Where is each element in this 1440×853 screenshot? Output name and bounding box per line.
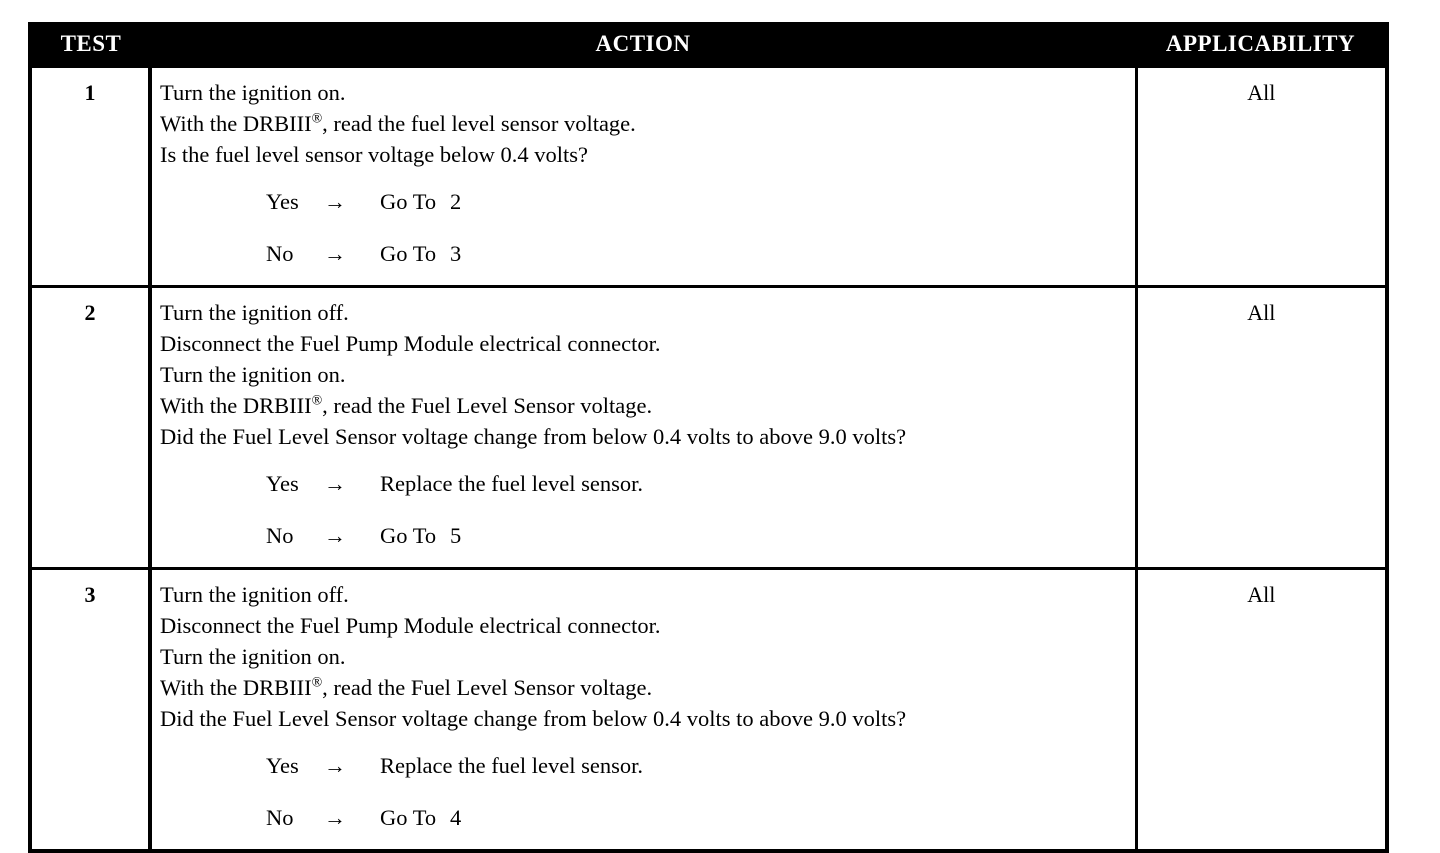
- branch-row: No → Go To 5: [160, 520, 1135, 551]
- action-step-line: Turn the ignition off.: [160, 300, 349, 325]
- branch-result: Go To 3: [380, 238, 461, 269]
- branch-row: No → Go To 4: [160, 802, 1135, 833]
- branch-result: Go To 4: [380, 802, 461, 833]
- action-step-line: Turn the ignition on.: [160, 644, 346, 670]
- branch-result-label: Go To: [380, 189, 437, 215]
- applicability-cell: All: [1136, 66, 1387, 287]
- test-number-cell: 1: [30, 66, 152, 287]
- branch-result-value: 3: [450, 240, 462, 266]
- action-step-line: With the DRBIII®, read the Fuel Level Se…: [160, 675, 653, 701]
- column-header-test: TEST: [30, 24, 150, 67]
- branch-result: Replace the fuel level sensor.: [380, 468, 643, 499]
- branch-result-value: 4: [450, 804, 462, 830]
- action-step-line: Is the fuel level sensor voltage below 0…: [160, 142, 589, 168]
- branch-answer-label: No: [266, 240, 294, 266]
- registered-trademark-icon: ®: [311, 111, 323, 127]
- test-number-cell: 3: [30, 566, 152, 851]
- arrow-right-icon: →: [324, 753, 346, 779]
- branch-answer-label: No: [266, 804, 294, 830]
- table-header: TEST ACTION APPLICABILITY: [30, 24, 1387, 67]
- table-header-row: TEST ACTION APPLICABILITY: [30, 24, 1387, 67]
- action-step-line: Turn the ignition off.: [160, 581, 349, 607]
- branch-result-label: Replace the fuel level sensor.: [380, 753, 644, 779]
- branch-result: Go To 2: [380, 186, 461, 217]
- branch-list: Yes → Replace the fuel level sensor. No → Go …: [160, 468, 1135, 551]
- branch-result-label: Go To: [380, 522, 437, 548]
- registered-trademark-icon: ®: [311, 393, 323, 409]
- branch-row: Yes → Replace the fuel level sensor.: [160, 468, 1135, 499]
- action-step-line: With the DRBIII®, read the Fuel Level Se…: [160, 393, 653, 419]
- action-step-line: With the DRBIII®, read the fuel level se…: [160, 111, 636, 137]
- action-step-line: Disconnect the Fuel Pump Module electric…: [160, 331, 661, 357]
- action-step-line: Did the Fuel Level Sensor voltage change…: [160, 424, 907, 450]
- branch-answer-label: Yes: [266, 471, 299, 497]
- action-step-line: Turn the ignition on.: [160, 80, 346, 106]
- action-cell: Turn the ignition off. Disconnect the Fue…: [150, 285, 1138, 569]
- branch-result: Go To 5: [380, 520, 461, 551]
- arrow-right-icon: →: [324, 804, 346, 830]
- action-step-line: Disconnect the Fuel Pump Module electric…: [160, 613, 661, 638]
- branch-row: Yes → Replace the fuel level sensor.: [160, 750, 1135, 781]
- table-row: 3 Turn the ignition off. Disconnect the Fu…: [30, 566, 1387, 851]
- registered-trademark-icon: ®: [311, 675, 323, 691]
- branch-result: Replace the fuel level sensor.: [380, 750, 643, 781]
- applicability-cell: All: [1136, 285, 1387, 569]
- branch-result-value: 5: [450, 522, 462, 548]
- branch-answer-label: Yes: [266, 753, 299, 779]
- action-step-line: Did the Fuel Level Sensor voltage change…: [160, 706, 907, 732]
- arrow-right-icon: →: [324, 240, 346, 266]
- branch-result-label: Go To: [380, 240, 437, 266]
- column-header-applicability: APPLICABILITY: [1136, 24, 1387, 67]
- branch-answer-label: No: [266, 522, 294, 548]
- branch-result-value: 2: [450, 189, 462, 215]
- table-row: 2 Turn the ignition off. Disconnect the Fu…: [30, 285, 1387, 569]
- branch-answer-label: Yes: [266, 189, 299, 215]
- branch-list: Yes → Replace the fuel level sensor. No → Go …: [160, 750, 1135, 833]
- action-cell: Turn the ignition on. With the DRBIII®, r…: [150, 66, 1138, 287]
- branch-result-label: Go To: [380, 804, 437, 830]
- arrow-right-icon: →: [324, 471, 346, 497]
- test-number-cell: 2: [30, 285, 152, 569]
- branch-row: No → Go To 3: [160, 238, 1135, 269]
- action-cell: Turn the ignition off. Disconnect the Fue…: [150, 566, 1138, 851]
- action-step-line: Turn the ignition on.: [160, 362, 346, 388]
- column-header-action: ACTION: [150, 24, 1136, 67]
- table-row: 1 Turn the ignition on. With the DRBIII®, …: [30, 66, 1387, 287]
- arrow-right-icon: →: [324, 522, 346, 548]
- branch-result-label: Replace the fuel level sensor.: [380, 471, 644, 497]
- arrow-right-icon: →: [324, 189, 346, 215]
- applicability-cell: All: [1136, 566, 1387, 851]
- branch-row: Yes → Go To 2: [160, 186, 1135, 217]
